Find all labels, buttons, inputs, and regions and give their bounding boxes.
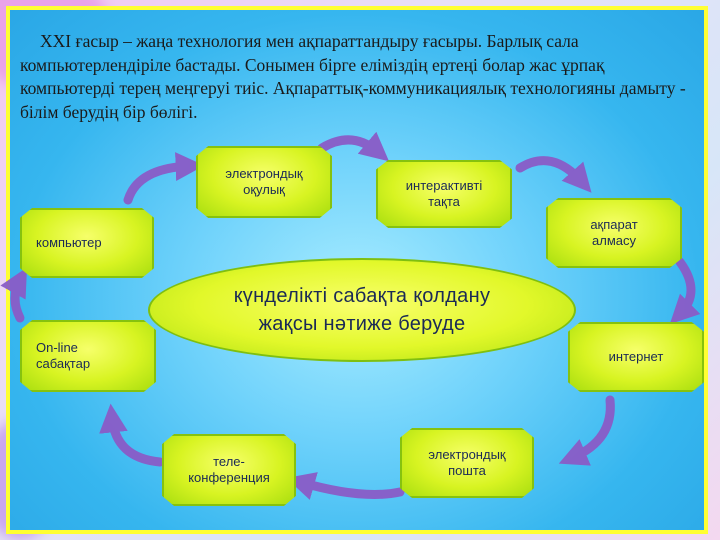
central-ellipse: күнделікті сабақта қолдану жақсы нәтиже … bbox=[148, 258, 576, 362]
node-internet-label: интернет bbox=[608, 349, 664, 364]
central-ellipse-label: күнделікті сабақта қолдану жақсы нәтиже … bbox=[233, 285, 491, 335]
intro-paragraph: XXI ғасыр – жаңа технология мен ақпаратт… bbox=[20, 31, 686, 122]
node-teleconference-label: теле- конференция bbox=[188, 454, 270, 485]
node-online-lessons: On-line сабақтар bbox=[20, 320, 156, 392]
node-electronic-textbook: электрондық оқулық bbox=[196, 146, 332, 218]
arrow-online-to-computer bbox=[0, 267, 27, 323]
node-computer-label: компьютер bbox=[36, 235, 102, 250]
arrow-email-to-teleconference bbox=[286, 472, 405, 500]
node-interactive-board: интерактивті тақта bbox=[376, 160, 512, 228]
node-information-exchange: ақпарат алмасу bbox=[546, 198, 682, 268]
node-online-lessons-label: On-line сабақтар bbox=[36, 340, 91, 371]
arrow-board-to-exchange bbox=[515, 156, 592, 193]
node-electronic-mail-label: электрондық пошта bbox=[428, 447, 506, 478]
arrow-textbook-to-board bbox=[317, 131, 389, 162]
arrow-teleconference-to-online bbox=[99, 403, 165, 467]
arrow-computer-to-textbook bbox=[123, 152, 205, 205]
node-internet: интернет bbox=[568, 322, 704, 392]
node-electronic-mail: электрондық пошта bbox=[400, 428, 534, 498]
node-information-exchange-label: ақпарат алмасу bbox=[590, 217, 638, 248]
node-computer: компьютер bbox=[20, 208, 154, 278]
arrow-exchange-to-internet bbox=[669, 257, 701, 325]
node-electronic-textbook-label: электрондық оқулық bbox=[225, 166, 303, 197]
node-teleconference: теле- конференция bbox=[162, 434, 296, 506]
node-interactive-board-label: интерактивті тақта bbox=[405, 178, 483, 209]
arrow-internet-to-email bbox=[558, 395, 615, 466]
